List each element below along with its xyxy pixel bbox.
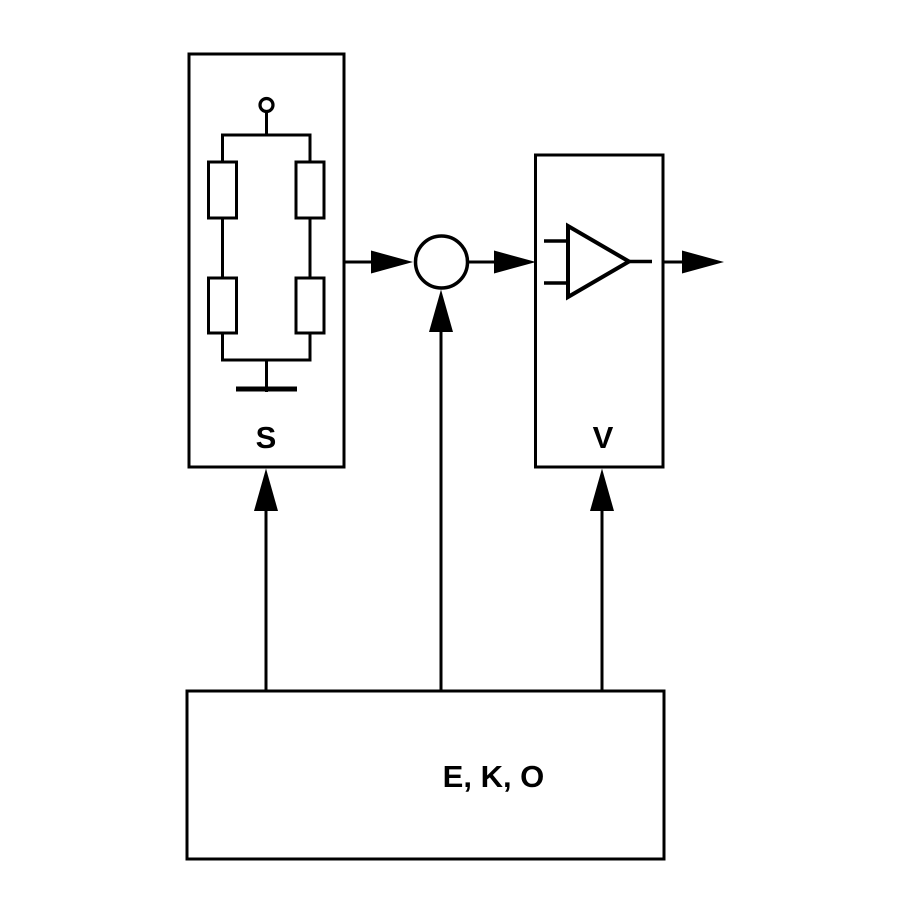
svg-text:V: V — [593, 420, 614, 455]
svg-text:E, K, O: E, K, O — [443, 759, 545, 794]
svg-text:S: S — [256, 420, 277, 455]
